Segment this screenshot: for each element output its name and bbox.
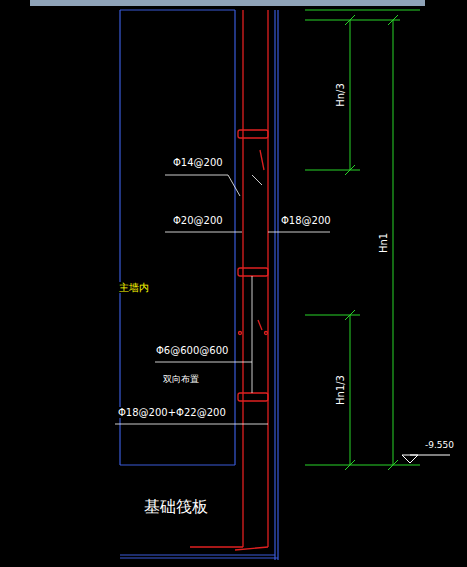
rebar-spec: Φ20@200 [172, 215, 224, 226]
title-bar [30, 0, 425, 6]
level-value: -9.550 [424, 441, 455, 451]
foundation-label: 基础筏板 [143, 498, 209, 516]
rebar-spec: Φ6@600@600 [155, 345, 229, 356]
rebar-spec: Φ18@200+Φ22@200 [117, 407, 227, 418]
region-note: 主墙内 [118, 282, 150, 293]
rebar-spec: Φ14@200 [172, 157, 224, 168]
rebar-note: 双向布置 [162, 375, 200, 385]
leader-lines [115, 175, 330, 424]
rebar-spec: Φ18@200 [280, 215, 332, 226]
dimension-text: Hn1/3 [335, 374, 346, 406]
level-symbol [402, 455, 450, 463]
dimension-text: Hn1 [378, 232, 389, 254]
dimension-lines [305, 10, 420, 470]
dimension-text: Hn/3 [335, 82, 346, 108]
rebar [190, 10, 268, 550]
